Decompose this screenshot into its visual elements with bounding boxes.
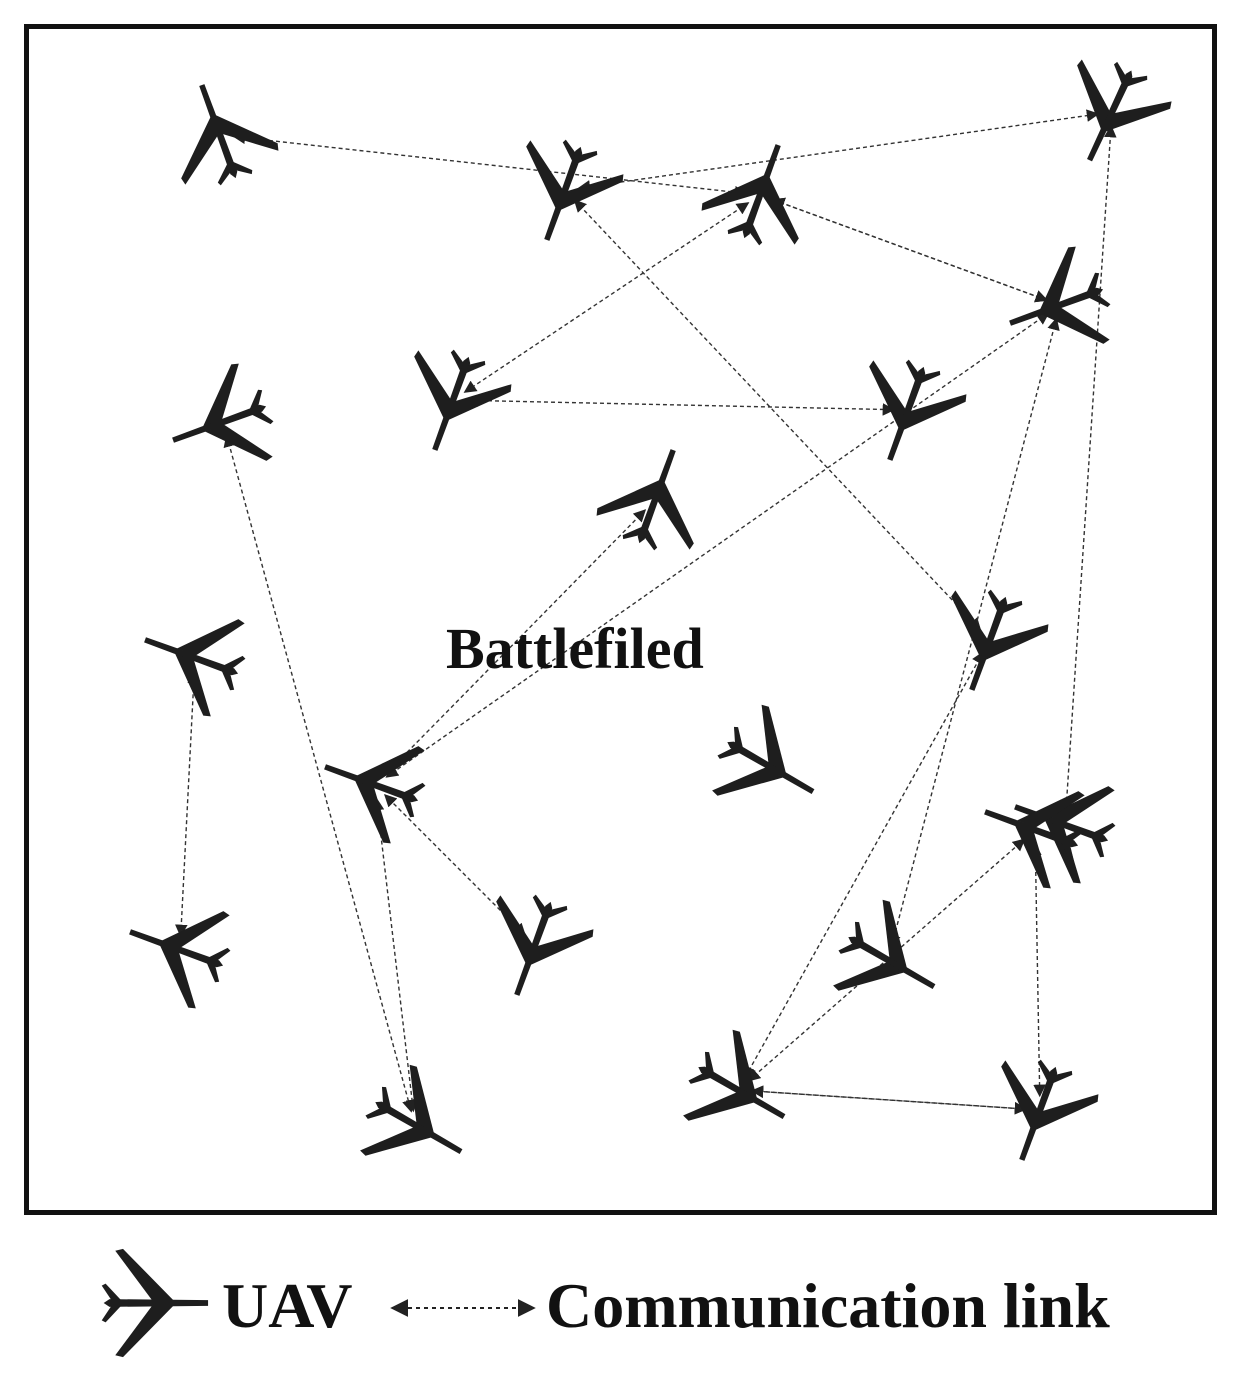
- communication-link: [750, 1085, 1028, 1115]
- uav-u8: [155, 357, 286, 489]
- aircraft-silhouette-icon: [112, 883, 243, 1015]
- aircraft-silhouette-icon: [821, 891, 960, 1032]
- aircraft-silhouette-icon: [386, 337, 518, 468]
- aircraft-silhouette-icon: [468, 882, 600, 1013]
- aircraft-silhouette-icon: [348, 1056, 487, 1197]
- aircraft-silhouette-icon: [307, 718, 438, 850]
- communication-link: [744, 651, 984, 1079]
- aircraft-silhouette-icon: [700, 696, 839, 837]
- uav-u17: [112, 883, 243, 1015]
- aircraft-silhouette-icon: [1043, 47, 1179, 182]
- uav-u10: [923, 577, 1055, 708]
- uav-u13: [700, 696, 839, 837]
- communication-link: [463, 202, 750, 393]
- legend-link-label: Communication link: [546, 1270, 1110, 1341]
- battlefield-border: [24, 24, 1217, 1215]
- communication-link: [232, 131, 748, 199]
- links-layer: [175, 109, 1117, 1115]
- battlefield-label: Battlefiled: [446, 616, 704, 681]
- communication-link: [384, 794, 526, 936]
- communication-link: [771, 197, 1049, 303]
- communication-link: [383, 509, 647, 776]
- legend-uav-label: UAV: [222, 1270, 353, 1341]
- aircraft-silhouette-icon: [101, 1248, 209, 1358]
- aircraft-silhouette-icon: [923, 577, 1055, 708]
- uav-u19: [973, 1047, 1105, 1178]
- uav-u1: [153, 67, 285, 198]
- double-arrow-dashed-icon: [390, 1299, 536, 1317]
- communication-link: [1029, 842, 1046, 1098]
- aircraft-silhouette-icon: [590, 432, 722, 563]
- aircraft-silhouette-icon: [841, 347, 973, 478]
- communication-link: [371, 797, 419, 1113]
- aircraft-silhouette-icon: [695, 127, 827, 258]
- uav-u9: [590, 432, 722, 563]
- uav-u16: [468, 882, 600, 1013]
- communication-link: [385, 312, 1050, 778]
- aircraft-silhouette-icon: [671, 1021, 810, 1162]
- communication-link: [175, 670, 200, 938]
- communication-link: [465, 394, 896, 416]
- aircraft-silhouette-icon: [155, 357, 286, 489]
- uav-u18: [671, 1021, 810, 1162]
- communication-link: [577, 109, 1100, 193]
- legend: UAV Communication link: [100, 1238, 1200, 1368]
- aircraft-silhouette-icon: [973, 1047, 1105, 1178]
- uav-u6: [386, 337, 518, 468]
- uav-u20: [348, 1056, 487, 1197]
- uav-u14: [307, 718, 438, 850]
- uav-u3: [695, 127, 827, 258]
- uav-u15: [821, 891, 960, 1032]
- aircraft-silhouette-icon: [153, 67, 285, 198]
- uav-u4: [1043, 47, 1179, 182]
- communication-link: [1060, 124, 1117, 813]
- uav-u7: [841, 347, 973, 478]
